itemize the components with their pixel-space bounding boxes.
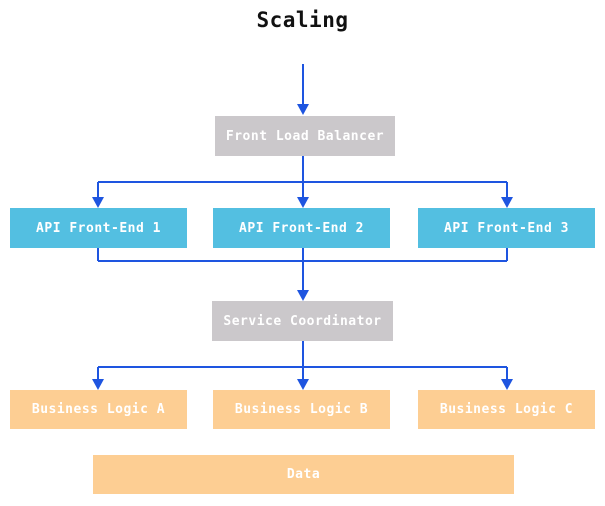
- arrowhead-logic-c: [501, 379, 513, 390]
- node-api-front-end-1: API Front-End 1: [10, 208, 187, 248]
- diagram-title: Scaling: [256, 8, 349, 32]
- node-business-logic-b: Business Logic B: [213, 390, 390, 429]
- arrowhead-logic-b: [297, 379, 309, 390]
- node-business-logic-a: Business Logic A: [10, 390, 187, 429]
- arrowhead-coordinator: [297, 290, 309, 301]
- node-api-front-end-3: API Front-End 3: [418, 208, 595, 248]
- arrowhead-api3: [501, 197, 513, 208]
- arrowhead-balancer: [297, 104, 309, 115]
- arrowhead-logic-a: [92, 379, 104, 390]
- arrowhead-api1: [92, 197, 104, 208]
- node-front-load-balancer: Front Load Balancer: [215, 116, 395, 156]
- node-service-coordinator: Service Coordinator: [212, 301, 393, 341]
- edge-lines: [97, 64, 508, 380]
- arrowheads: [92, 104, 513, 390]
- node-api-front-end-2: API Front-End 2: [213, 208, 390, 248]
- node-data: Data: [93, 455, 514, 494]
- arrowhead-api2: [297, 197, 309, 208]
- node-business-logic-c: Business Logic C: [418, 390, 595, 429]
